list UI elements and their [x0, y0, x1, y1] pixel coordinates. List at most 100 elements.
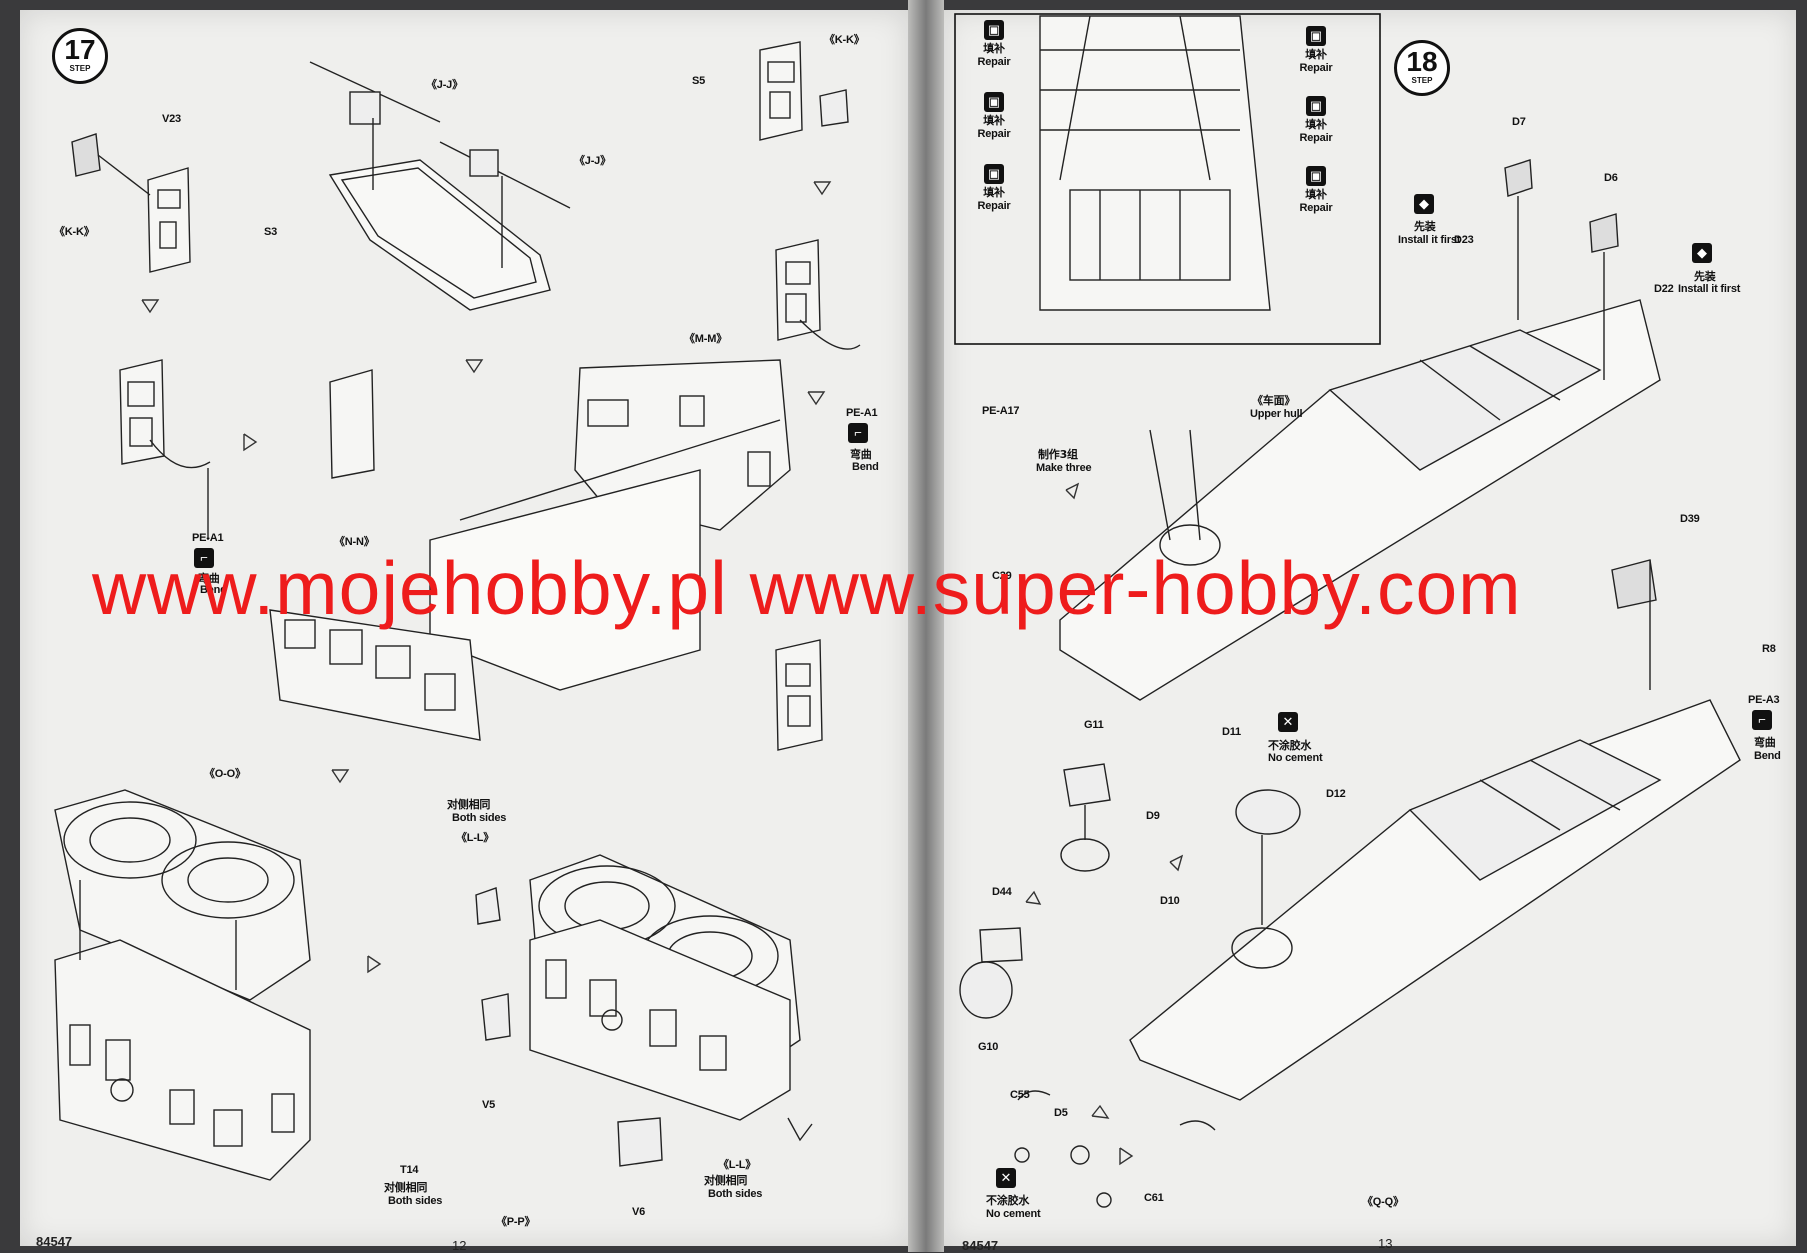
label-no-cement-en-2: No cement — [986, 1208, 1041, 1220]
sub-assemblies — [959, 763, 1301, 1208]
repair-en: Repair — [977, 128, 1011, 140]
repair-en: Repair — [1299, 132, 1333, 144]
step-number: 17 — [64, 34, 96, 65]
label-ll-2: 《L-L》 — [718, 1159, 757, 1171]
page-number-12: 12 — [452, 1238, 467, 1253]
turret-assembly-left — [54, 789, 311, 1181]
install-first-icon: ◆ — [1414, 194, 1434, 214]
label-pp: 《P-P》 — [496, 1216, 536, 1228]
repair-en: Repair — [1299, 62, 1333, 74]
label-both-sides-en-1: Both sides — [452, 812, 507, 824]
repair-inset-frame — [954, 13, 1381, 345]
label-jj-top: 《J-J》 — [426, 79, 463, 91]
label-c55: C55 — [1010, 1089, 1030, 1101]
step-number: 18 — [1406, 46, 1438, 77]
label-s3: S3 — [264, 226, 278, 238]
no-cement-icon: ✕ — [1278, 712, 1298, 732]
repair-icon: ▣ — [1306, 166, 1326, 186]
label-install-cn-1: 先装 — [1414, 220, 1436, 233]
repair-icon: ▣ — [984, 20, 1004, 40]
repair-en: Repair — [1299, 202, 1333, 214]
catalog-number-right: 84547 — [962, 1238, 999, 1253]
step-word: STEP — [69, 64, 91, 73]
repair-icon: ▣ — [1306, 96, 1326, 116]
label-install-en-2: Install it first — [1678, 283, 1741, 295]
step-18-badge: 18 STEP — [1394, 40, 1450, 96]
label-both-sides-cn-1: 对侧相同 — [447, 798, 491, 811]
repair-icon: ▣ — [984, 92, 1004, 112]
label-d6: D6 — [1604, 172, 1618, 184]
label-c61: C61 — [1144, 1192, 1164, 1204]
label-qq: 《Q-Q》 — [1362, 1196, 1404, 1208]
label-pe-a3: PE-A3 — [1748, 694, 1780, 706]
label-pe-a1-right-en: Bend — [852, 461, 879, 473]
label-c29: C29 — [992, 570, 1012, 582]
step-17-badge: 17 STEP — [52, 28, 108, 84]
bend-icon: ⌐ — [194, 548, 214, 568]
label-make-three-en: Make three — [1036, 462, 1092, 474]
label-both-sides-en-3: Both sides — [708, 1188, 763, 1200]
repair-cn: 填补 — [983, 42, 1005, 55]
lower-hull-drawing — [1129, 559, 1741, 1101]
s3-frame — [309, 61, 571, 311]
repair-cn: 填补 — [1305, 188, 1327, 201]
label-d10: D10 — [1160, 895, 1180, 907]
label-d12: D12 — [1326, 788, 1346, 800]
repair-marker: ▣ 填补 Repair — [1298, 96, 1334, 144]
repair-marker: ▣ 填补 Repair — [1298, 26, 1334, 74]
label-make-three-cn: 制作3组 — [1038, 448, 1078, 461]
label-kk-right: 《K-K》 — [824, 34, 865, 46]
label-no-cement-cn-1: 不涂胶水 — [1268, 739, 1312, 752]
install-first-icon: ◆ — [1692, 243, 1712, 263]
repair-icon: ▣ — [1306, 26, 1326, 46]
compartment-walls — [269, 359, 823, 751]
repair-marker: ▣ 填补 Repair — [976, 92, 1012, 140]
s5-panel — [759, 41, 849, 141]
label-pe-a1-right-cn: 弯曲 — [850, 448, 872, 461]
repair-inset-drawing — [1039, 15, 1271, 311]
label-upper-hull-en: Upper hull — [1250, 408, 1303, 420]
label-d23: D23 — [1454, 234, 1474, 246]
label-pe-a3-cn: 弯曲 — [1754, 736, 1776, 749]
label-t14: T14 — [400, 1164, 419, 1176]
label-no-cement-en-1: No cement — [1268, 752, 1323, 764]
page-number-13: 13 — [1378, 1236, 1393, 1251]
label-ll-1: 《L-L》 — [456, 832, 495, 844]
label-d7: D7 — [1512, 116, 1526, 128]
upper-hull-drawing — [1059, 159, 1661, 701]
watermark-text: www.mojehobby.pl www.super-hobby.com — [92, 546, 1522, 630]
book-spine — [908, 0, 944, 1252]
label-d44: D44 — [992, 886, 1012, 898]
label-no-cement-cn-2: 不涂胶水 — [986, 1194, 1030, 1207]
label-v23: V23 — [162, 113, 181, 125]
repair-marker: ▣ 填补 Repair — [976, 20, 1012, 68]
label-d11: D11 — [1222, 726, 1241, 738]
label-r8: R8 — [1762, 643, 1776, 655]
v23-door-panel — [71, 133, 191, 273]
repair-cn: 填补 — [983, 114, 1005, 127]
label-g10: G10 — [978, 1041, 999, 1053]
label-upper-hull-cn: 《车面》 — [1252, 394, 1296, 407]
label-d9: D9 — [1146, 810, 1160, 822]
label-v6: V6 — [632, 1206, 646, 1218]
label-jj-mid: 《J-J》 — [574, 155, 611, 167]
label-nn: 《N-N》 — [334, 536, 375, 548]
step-word: STEP — [1411, 76, 1433, 85]
label-pe-a17: PE-A17 — [982, 405, 1020, 417]
turret-assembly-right — [475, 854, 813, 1167]
label-pe-a1-left: PE-A1 — [192, 532, 224, 544]
bend-icon: ⌐ — [1752, 710, 1772, 730]
repair-cn: 填补 — [983, 186, 1005, 199]
label-both-sides-en-2: Both sides — [388, 1195, 443, 1207]
label-d22: D22 — [1654, 283, 1674, 295]
label-pe-a1-left-en: Bend — [200, 584, 227, 596]
repair-cn: 填补 — [1305, 48, 1327, 61]
label-install-en-1: Install it first — [1398, 234, 1461, 246]
label-d5: D5 — [1054, 1107, 1068, 1119]
label-oo: 《O-O》 — [204, 768, 246, 780]
label-mm: 《M-M》 — [684, 333, 727, 345]
label-both-sides-cn-2: 对侧相同 — [384, 1181, 428, 1194]
label-install-cn-2: 先装 — [1694, 270, 1716, 283]
label-pe-a3-en: Bend — [1754, 750, 1781, 762]
